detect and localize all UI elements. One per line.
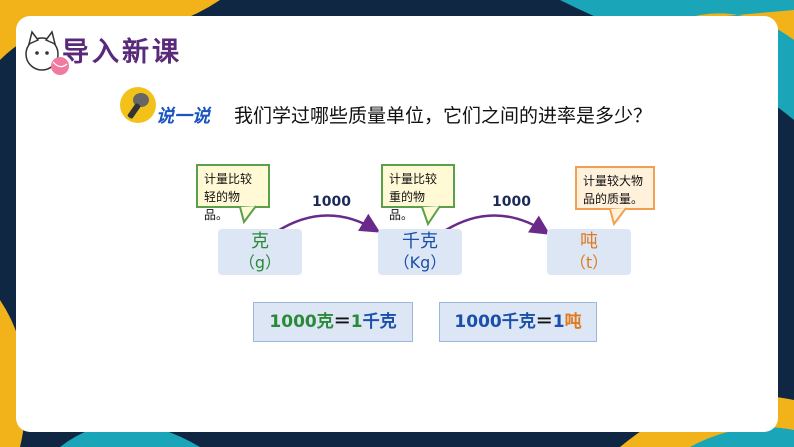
unit-box-gram: 克 （g） (218, 229, 302, 275)
slide-card (16, 16, 778, 432)
callout-kilogram: 计量比较重的物品。 (381, 164, 455, 222)
callout-kilogram-text: 计量比较重的物品。 (389, 172, 438, 222)
arrow-gram-to-kg (275, 213, 381, 234)
unit-name-gram: 克 (251, 231, 269, 252)
eq2-sign: ＝ (535, 312, 553, 332)
eq2-num: 1 (552, 312, 565, 332)
arrow-label-1: 1000 (312, 194, 351, 210)
eq1-left: 1000克 (269, 312, 334, 332)
unit-abbr-ton: （t） (569, 253, 609, 272)
eq1-num: 1 (350, 312, 363, 332)
page-title: 导入新课 (62, 37, 182, 68)
arrow-kg-to-ton (445, 214, 551, 235)
eq2-unit: 吨 (564, 312, 582, 332)
callout-ton-text: 计量较大物品的质量。 (583, 174, 644, 206)
unit-box-kilogram: 千克 （Kg） (378, 229, 462, 275)
unit-box-ton: 吨 （t） (547, 229, 631, 275)
equation-kg-ton: 1000千克＝1吨 (439, 302, 597, 342)
unit-name-kilogram: 千克 (402, 231, 438, 252)
question-text: 我们学过哪些质量单位，它们之间的进率是多少？ (234, 105, 653, 127)
unit-abbr-kilogram: （Kg） (393, 253, 447, 272)
eq2-left: 1000千克 (454, 312, 536, 332)
eq1-unit: 千克 (362, 312, 397, 332)
microphone-icon (120, 87, 156, 123)
callout-gram-text: 计量比较轻的物品。 (204, 172, 253, 222)
cat-mascot-icon (25, 30, 69, 75)
equation-gram-kg: 1000克＝1千克 (253, 302, 413, 342)
say-label: 说一说 (156, 106, 210, 127)
unit-name-ton: 吨 (580, 231, 598, 252)
unit-abbr-gram: （g） (238, 253, 282, 272)
callout-gram: 计量比较轻的物品。 (196, 164, 270, 222)
eq1-sign: ＝ (333, 312, 351, 332)
arrow-label-2: 1000 (492, 194, 531, 210)
